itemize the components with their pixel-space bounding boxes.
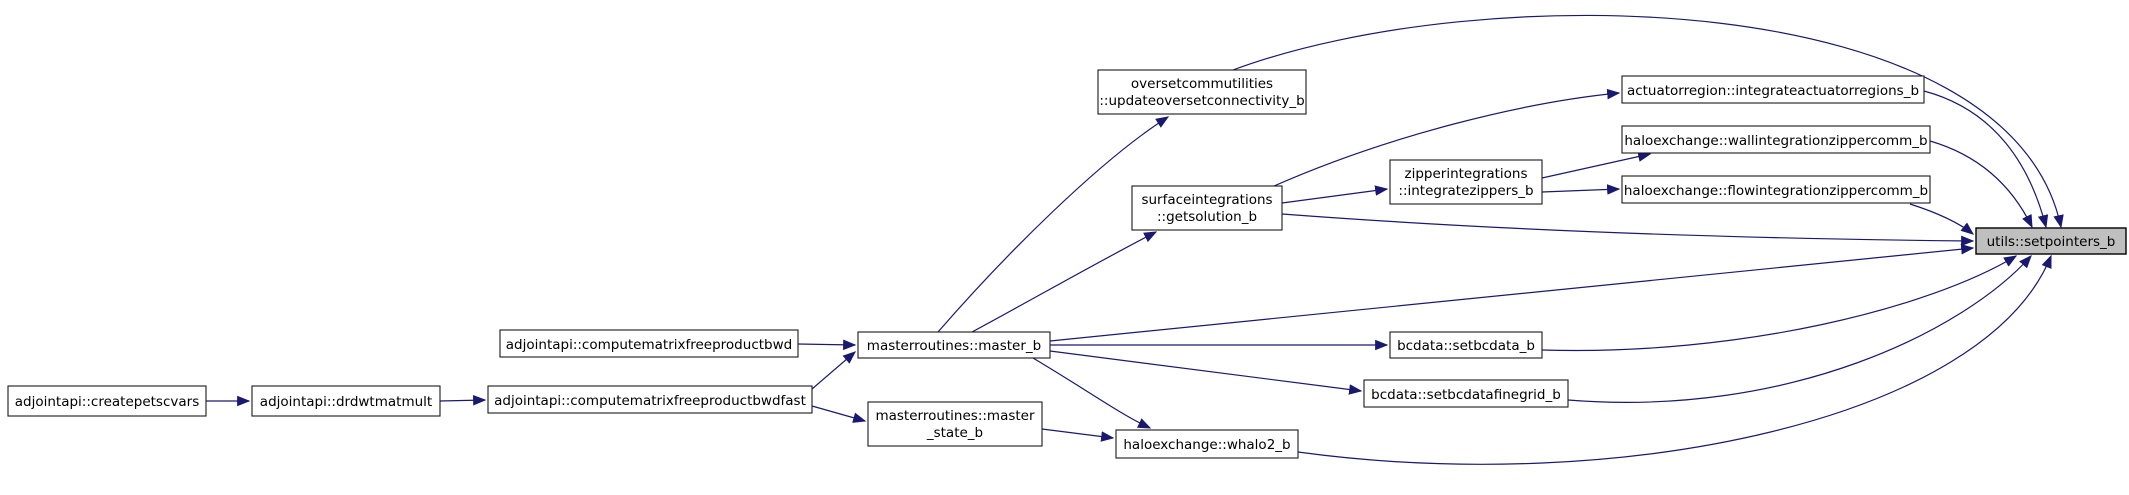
edge-getsolution_b-to-integrateactuatorregions_b [1273, 88, 1621, 187]
svg-text:bcdata::setbcdatafinegrid_b: bcdata::setbcdatafinegrid_b [1371, 387, 1561, 403]
edge-master_b-to-setpointers_b [1049, 243, 1975, 342]
edge-flowintegrationzippercomm_b-to-setpointers_b [1909, 203, 1975, 235]
node-master_b[interactable]: masterroutines::master_b [857, 331, 1051, 359]
edge-setbcdatafinegrid_b-to-setpointers_b [1567, 255, 2032, 403]
node-master_state_b[interactable]: masterroutines::master _state_b [867, 401, 1043, 447]
svg-text:_state_b: _state_b [926, 425, 983, 441]
node-updateoversetconnectivity_b[interactable]: oversetcommutilities ::updateoversetconn… [1097, 69, 1307, 115]
edge-integratezippers_b-to-wallintegrationzippercomm_b [1541, 151, 1652, 179]
edge-setbcdata_b-to-setpointers_b [1541, 255, 2018, 352]
svg-text:zipperintegrations: zipperintegrations [1404, 166, 1527, 182]
node-computematrixfreeproductbwd[interactable]: adjointapi::computematrixfreeproductbwd [499, 329, 799, 358]
edge-master_b-to-whalo2_b [1032, 357, 1152, 429]
svg-text:adjointapi::drdwtmatmult: adjointapi::drdwtmatmult [260, 394, 432, 410]
node-drdwtmatmult[interactable]: adjointapi::drdwtmatmult [251, 385, 441, 417]
svg-text:adjointapi::computematrixfreep: adjointapi::computematrixfreeproductbwd [506, 337, 792, 353]
svg-text:actuatorregion::integrateactua: actuatorregion::integrateactuatorregions… [1627, 83, 1919, 99]
edge-group [206, 14, 2064, 465]
node-integrateactuatorregions_b[interactable]: actuatorregion::integrateactuatorregions… [1621, 75, 1925, 104]
node-createpetscvars[interactable]: adjointapi::createpetscvars [7, 385, 207, 417]
svg-text:::updateoversetconnectivity_b: ::updateoversetconnectivity_b [1099, 93, 1304, 109]
edge-integrateactuatorregions_b-to-setpointers_b [1923, 90, 2049, 229]
node-setbcdata_b[interactable]: bcdata::setbcdata_b [1389, 331, 1543, 359]
edge-getsolution_b-to-setpointers_b [1281, 213, 1975, 247]
svg-text:masterroutines::master: masterroutines::master [875, 408, 1035, 424]
svg-text:haloexchange::flowintegrationz: haloexchange::flowintegrationzippercomm_… [1624, 183, 1928, 199]
node-setbcdatafinegrid_b[interactable]: bcdata::setbcdatafinegrid_b [1363, 379, 1569, 408]
svg-text:::getsolution_b: ::getsolution_b [1157, 209, 1257, 225]
edge-updateoversetconnectivity_b-to-setpointers_b [1232, 14, 2064, 229]
svg-text:adjointapi::computematrixfreep: adjointapi::computematrixfreeproductbwdf… [494, 393, 806, 409]
node-integratezippers_b[interactable]: zipperintegrations ::integratezippers_b [1389, 159, 1543, 205]
edge-whalo2_b-to-setpointers_b [1297, 254, 2052, 465]
svg-text:oversetcommutilities: oversetcommutilities [1131, 76, 1273, 92]
node-setpointers_b[interactable]: utils::setpointers_b [1975, 227, 2127, 255]
svg-text:bcdata::setbcdata_b: bcdata::setbcdata_b [1397, 338, 1535, 354]
svg-text:haloexchange::wallintegrationz: haloexchange::wallintegrationzippercomm_… [1624, 133, 1927, 149]
svg-text:surfaceintegrations: surfaceintegrations [1141, 192, 1272, 208]
edge-master_state_b-to-whalo2_b [1041, 428, 1115, 442]
node-getsolution_b[interactable]: surfaceintegrations ::getsolution_b [1131, 185, 1283, 231]
svg-text:masterroutines::master_b: masterroutines::master_b [867, 338, 1041, 354]
node-computematrixfreeproductbwdfast[interactable]: adjointapi::computematrixfreeproductbwdf… [487, 385, 813, 414]
edge-wallintegrationzippercomm_b-to-setpointers_b [1929, 140, 2033, 229]
edge-computematrixfreeproductbwdfast-to-master_state_b [811, 405, 867, 423]
edge-computematrixfreeproductbwdfast-to-master_b [811, 351, 857, 390]
edge-integratezippers_b-to-flowintegrationzippercomm_b [1541, 184, 1621, 195]
edge-master_b-to-updateoversetconnectivity_b [937, 116, 1170, 333]
node-wallintegrationzippercomm_b[interactable]: haloexchange::wallintegrationzippercomm_… [1621, 125, 1931, 154]
node-flowintegrationzippercomm_b[interactable]: haloexchange::flowintegrationzippercomm_… [1621, 175, 1931, 204]
node-whalo2_b[interactable]: haloexchange::whalo2_b [1115, 429, 1299, 459]
edge-computematrixfreeproductbwd-to-master_b [797, 339, 857, 351]
svg-text:::integratezippers_b: ::integratezippers_b [1398, 183, 1533, 199]
svg-text:adjointapi::createpetscvars: adjointapi::createpetscvars [15, 394, 199, 410]
edge-master_b-to-getsolution_b [971, 231, 1158, 333]
edge-drdwtmatmult-to-computematrixfreeproductbwdfast [439, 394, 487, 406]
edge-master_b-to-setbcdatafinegrid_b [1049, 350, 1363, 395]
svg-text:utils::setpointers_b: utils::setpointers_b [1987, 234, 2116, 250]
edge-getsolution_b-to-integratezippers_b [1281, 185, 1389, 204]
svg-text:haloexchange::whalo2_b: haloexchange::whalo2_b [1123, 437, 1290, 453]
